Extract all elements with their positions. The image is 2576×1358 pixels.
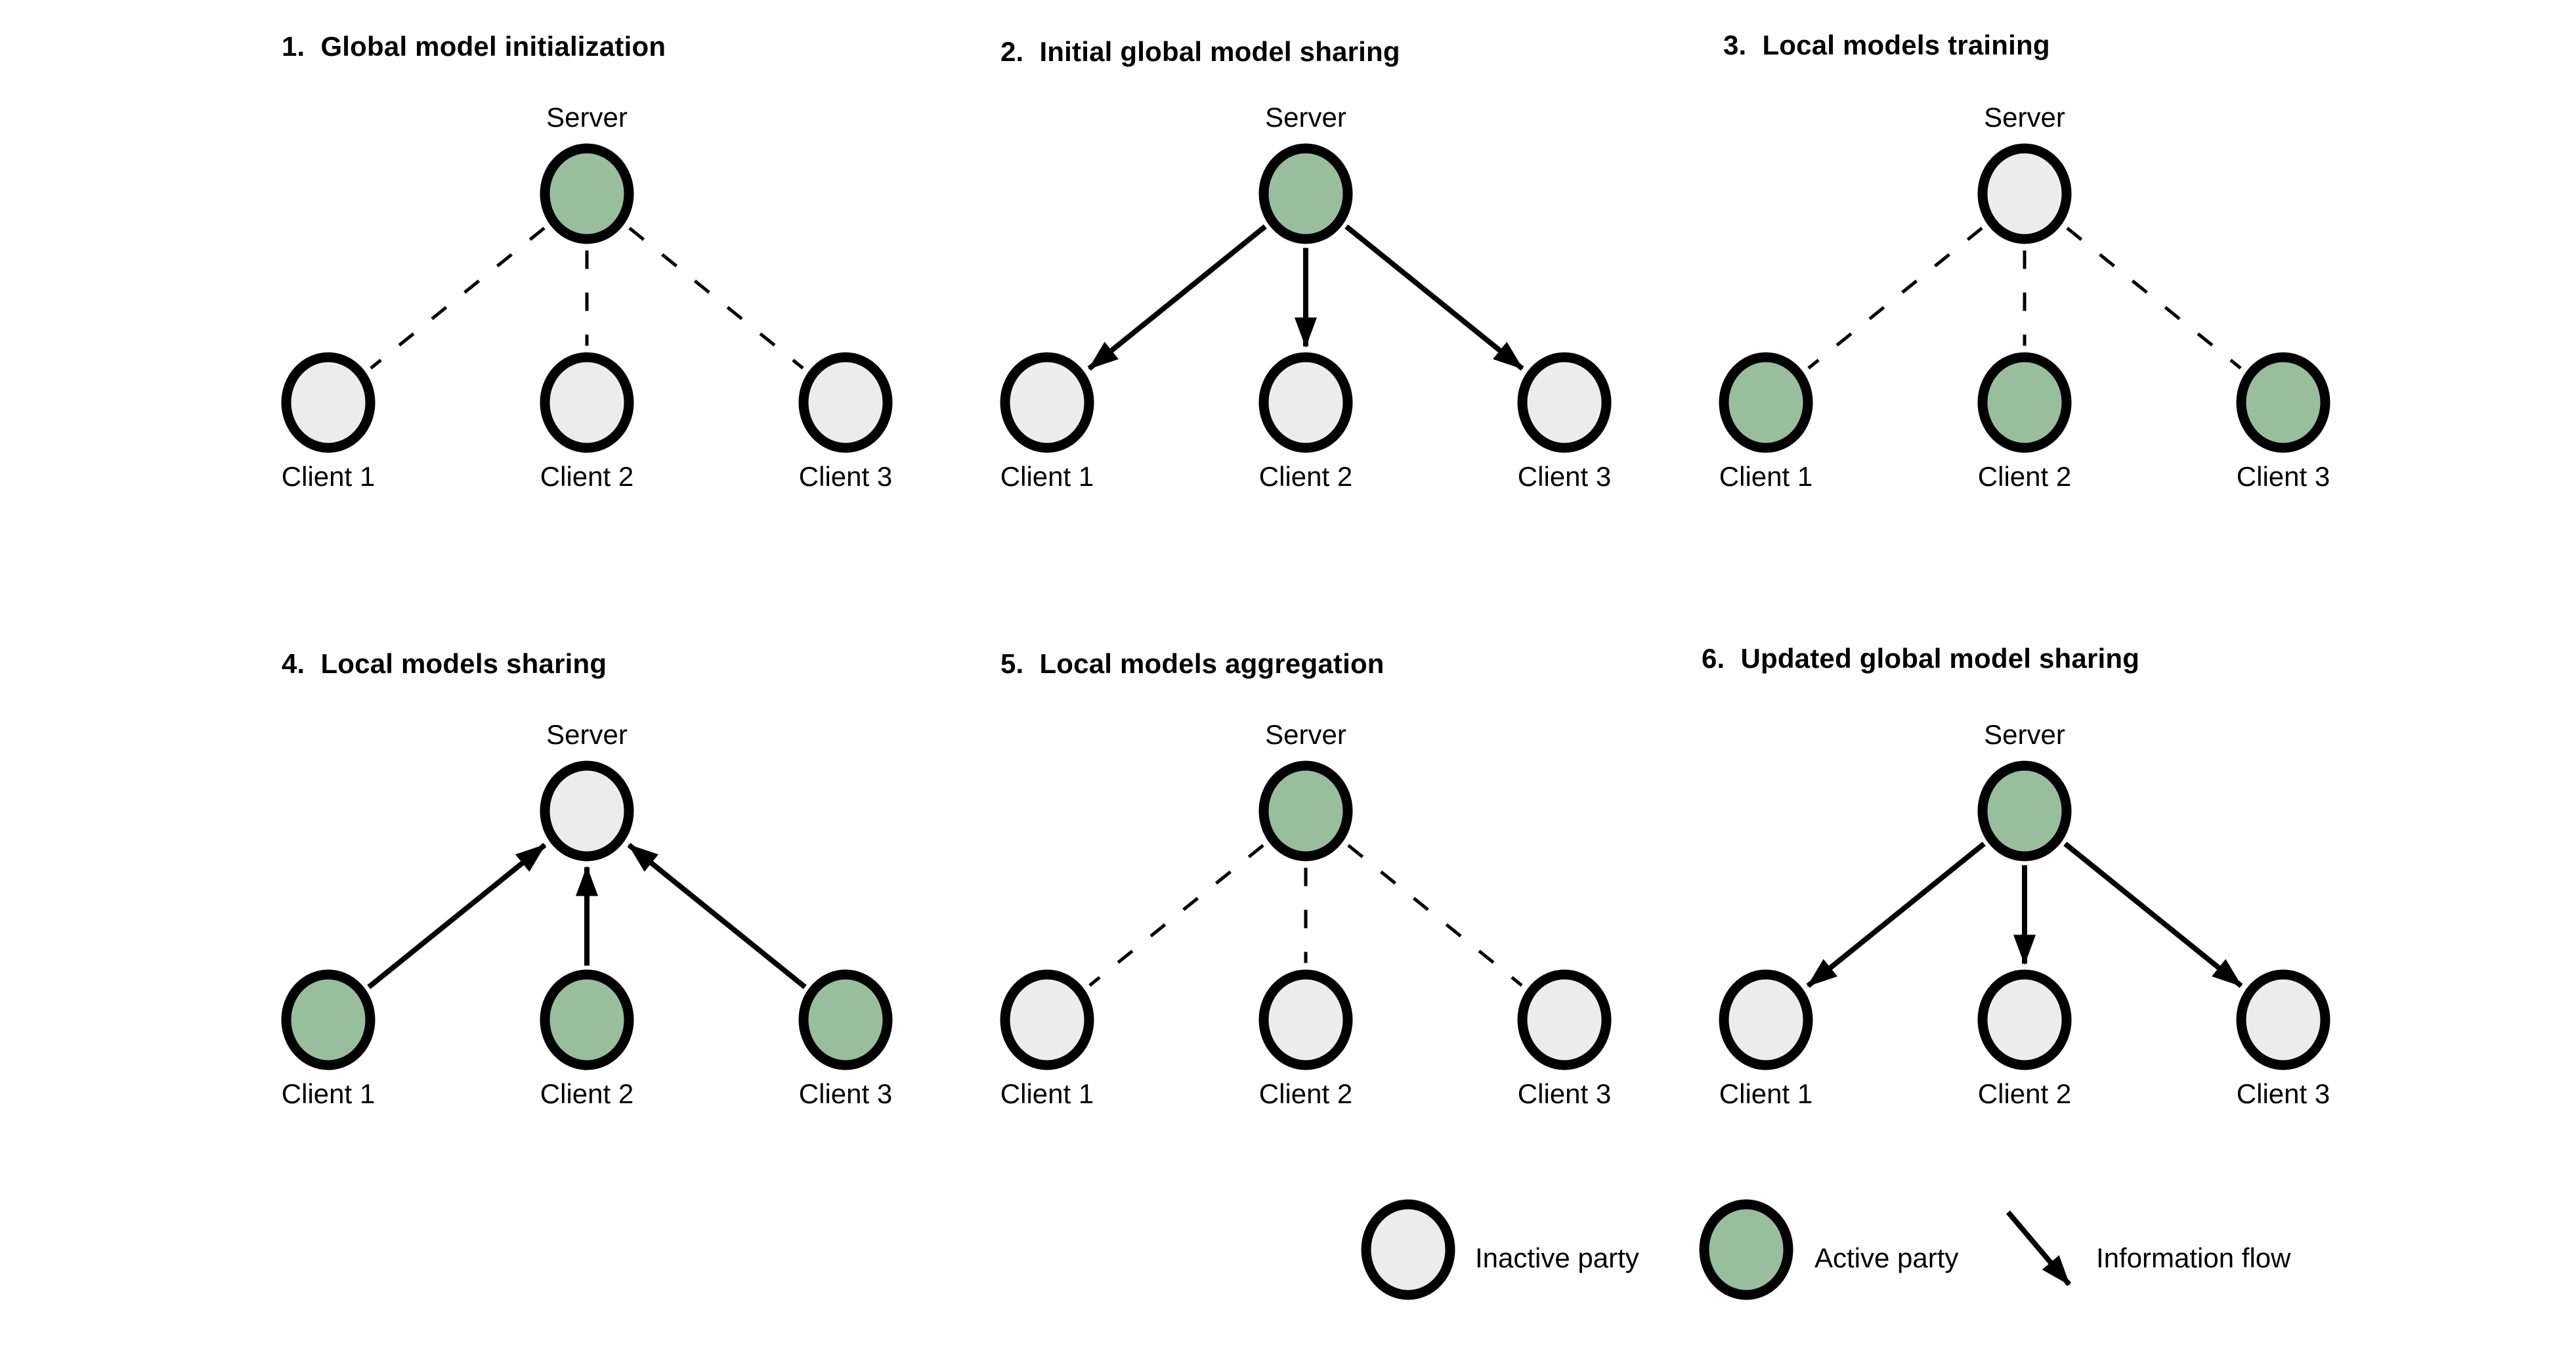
panel5-client2-label: Client 2 [1259, 1078, 1352, 1109]
panel-number: 6. [1702, 643, 1725, 674]
panel-title-5: 5. Local models aggregation [1000, 650, 1385, 678]
panel6-client2-node [1977, 969, 2072, 1070]
legend-inactive-node [1361, 1199, 1455, 1300]
panel4-client2-label: Client 2 [540, 1078, 633, 1109]
panel4-link-server-client3 [627, 843, 807, 990]
panel-title-3: 3. Local models training [1723, 32, 2050, 59]
panel6-client3-label: Client 3 [2237, 1078, 2330, 1109]
panel4-client3-node [798, 969, 893, 1070]
legend-label-1: Inactive party [1475, 1242, 1639, 1273]
panel1-link-server-client3 [628, 227, 804, 370]
panel6-client2-label: Client 2 [1978, 1078, 2071, 1109]
panel6-link-server-client1 [1806, 841, 1986, 988]
panel3-server-node [1977, 143, 2072, 244]
legend: Inactive party Active party Information fl… [1361, 1199, 2291, 1300]
panel6-client1-node [1719, 969, 1813, 1070]
panel-title-text: Local models training [1762, 30, 2050, 60]
panel2-client2-label: Client 2 [1259, 461, 1352, 492]
panel5-server-node [1258, 760, 1353, 862]
panel1-link-server-client1 [370, 227, 546, 370]
panel1-client1-label: Client 1 [282, 461, 375, 492]
panel2-client3-label: Client 3 [1518, 461, 1611, 492]
panel4-server-label: Server [546, 719, 628, 750]
legend-label-2: Active party [1814, 1242, 1958, 1273]
panel-number: 1. [282, 31, 305, 62]
panel-title-text: Initial global model sharing [1039, 36, 1400, 67]
panel6-client1-label: Client 1 [1719, 1078, 1813, 1109]
panel-number: 5. [1000, 648, 1024, 679]
panel5-client1-node [1000, 969, 1094, 1070]
panel-title-text: Updated global model sharing [1740, 643, 2140, 674]
panel5-client2-node [1258, 969, 1353, 1070]
legend-active-node [1699, 1199, 1793, 1300]
panel2-server-label: Server [1265, 102, 1346, 133]
panel5-server-label: Server [1265, 719, 1346, 750]
panel2-client3-node [1517, 352, 1612, 453]
nodes-layer [281, 143, 2330, 1070]
panel2-client1-node [1000, 352, 1094, 453]
panel5-client3-node [1517, 969, 1612, 1070]
panel-number: 3. [1723, 30, 1747, 60]
panel6-server-node [1977, 760, 2072, 862]
panel-title-6: 6. Updated global model sharing [1702, 645, 2139, 672]
panel3-client3-label: Client 3 [2237, 461, 2330, 492]
panel3-client1-label: Client 1 [1719, 461, 1813, 492]
edges-layer [367, 224, 2243, 990]
legend-label-3: Information flow [2096, 1242, 2291, 1273]
panel-number: 2. [1000, 36, 1024, 67]
panel2-server-node [1258, 143, 1353, 244]
panel2-link-server-client3 [1344, 224, 1524, 371]
panel1-client3-label: Client 3 [799, 461, 892, 492]
panel1-client2-label: Client 2 [540, 461, 633, 492]
panel3-server-label: Server [1984, 102, 2065, 133]
panel4-client2-node [540, 969, 634, 1070]
panel-title-2: 2. Initial global model sharing [1000, 38, 1400, 66]
panel5-link-server-client1 [1088, 844, 1264, 987]
panel1-client3-node [798, 352, 893, 453]
panel3-client1-node [1719, 352, 1813, 453]
panel-title-text: Global model initialization [320, 31, 666, 62]
panel3-link-server-client3 [2066, 227, 2242, 370]
panel-title-text: Local models aggregation [1039, 648, 1385, 679]
panel-title-text: Local models sharing [320, 648, 607, 679]
panel2-client2-node [1258, 352, 1353, 453]
panel6-client3-node [2236, 969, 2330, 1070]
panel5-link-server-client3 [1347, 844, 1523, 987]
panel4-client3-label: Client 3 [799, 1078, 892, 1109]
panel1-server-label: Server [546, 102, 628, 133]
panel2-link-server-client1 [1087, 224, 1267, 371]
panel1-client2-node [540, 352, 634, 453]
panel3-client2-label: Client 2 [1978, 461, 2071, 492]
panel3-link-server-client1 [1807, 227, 1983, 370]
panel4-client1-node [281, 969, 376, 1070]
panel6-link-server-client3 [2063, 841, 2243, 988]
panel4-client1-label: Client 1 [282, 1078, 375, 1109]
panel1-server-node [540, 143, 634, 244]
panel-title-1: 1. Global model initialization [282, 33, 666, 60]
panel-title-4: 4. Local models sharing [282, 650, 607, 678]
legend-information-flow-arrow [2006, 1210, 2072, 1286]
panel4-server-node [540, 760, 634, 862]
panel-number: 4. [282, 648, 305, 679]
panel1-client1-node [281, 352, 376, 453]
panel4-link-server-client1 [367, 843, 547, 990]
panel3-client3-node [2236, 352, 2330, 453]
panel2-client1-label: Client 1 [1000, 461, 1094, 492]
panel6-server-label: Server [1984, 719, 2065, 750]
panel3-client2-node [1977, 352, 2072, 453]
panel5-client1-label: Client 1 [1000, 1078, 1094, 1109]
panel5-client3-label: Client 3 [1518, 1078, 1611, 1109]
